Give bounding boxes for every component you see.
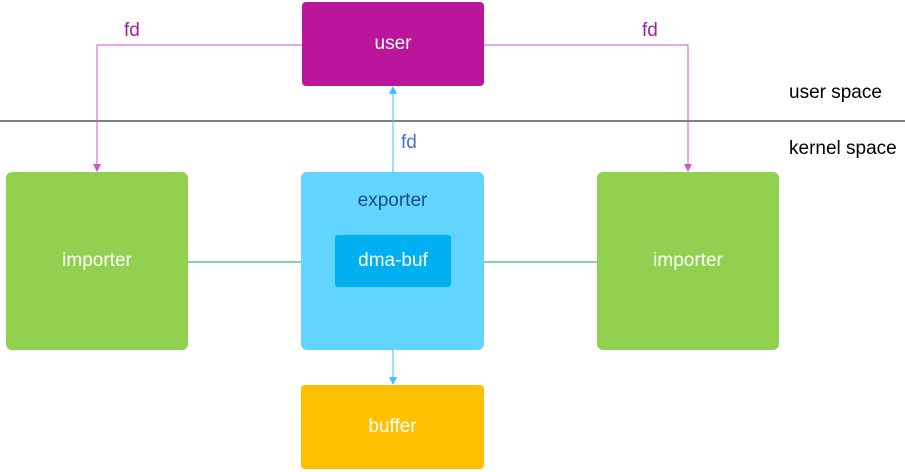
importer-left-box: importer <box>6 172 188 350</box>
user-label: user <box>374 33 412 54</box>
user-space-label: user space <box>789 82 882 103</box>
buffer-label: buffer <box>368 416 417 437</box>
buffer-box: buffer <box>301 385 484 469</box>
importer-right-label: importer <box>653 250 723 271</box>
fd-arrow-left <box>93 44 302 172</box>
user-box: user <box>302 2 484 86</box>
importer-right-box: importer <box>597 172 779 350</box>
exporter-label: exporter <box>357 190 428 211</box>
fd-arrow-right <box>484 44 692 172</box>
kernel-space-label: kernel space <box>789 138 897 159</box>
importer-left-label: importer <box>62 250 132 271</box>
dma-buf-box: dma-buf <box>335 235 451 287</box>
fd-left-label: fd <box>124 20 140 41</box>
fd-center-label: fd <box>401 132 417 153</box>
dma-buf-label: dma-buf <box>358 250 428 271</box>
fd-right-label: fd <box>642 20 658 41</box>
